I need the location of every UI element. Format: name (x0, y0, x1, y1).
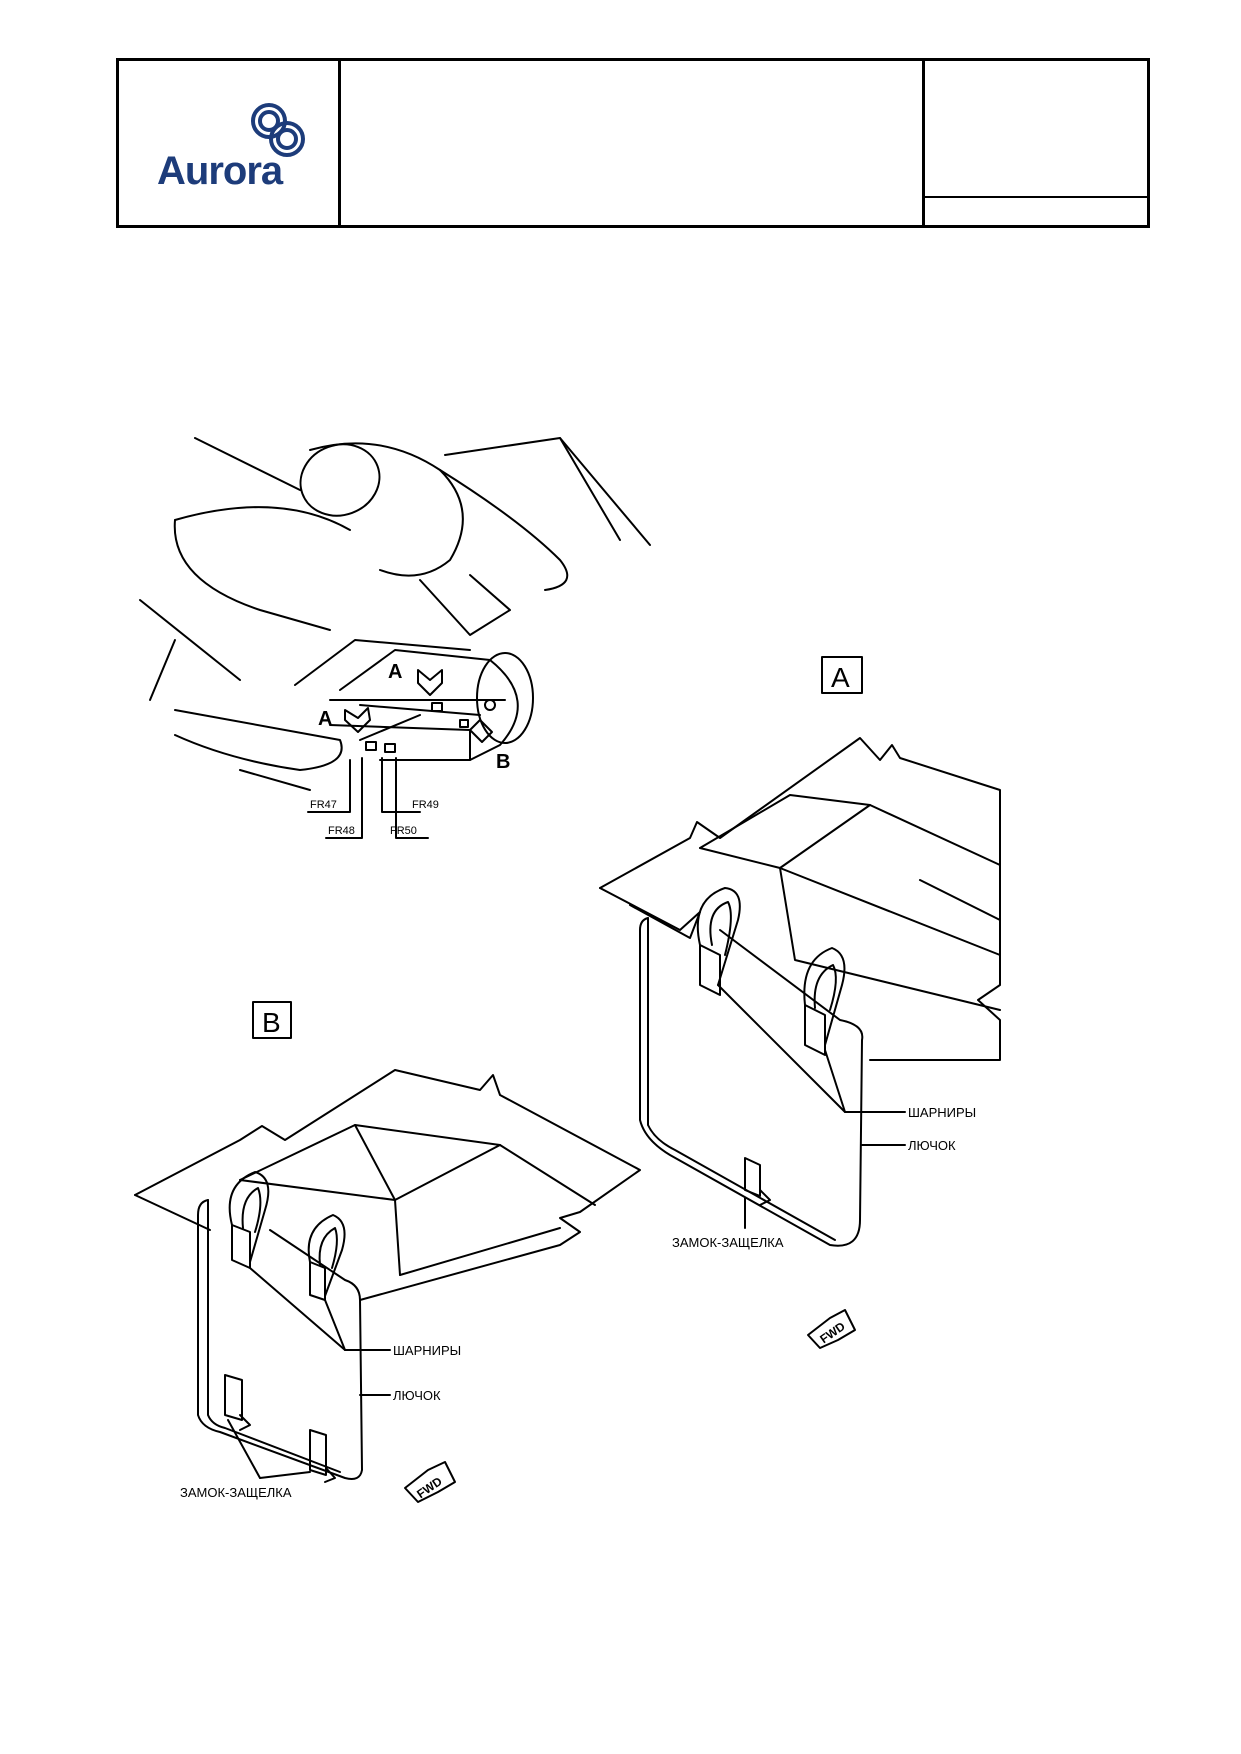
detail-a-hatch-label: ЛЮЧОК (908, 1138, 956, 1153)
detail-a-latch-label: ЗАМОК-ЗАЩЕЛКА (672, 1235, 784, 1250)
frame-label-fr49: FR49 (412, 799, 439, 811)
header-meta-cell (925, 61, 1147, 225)
meta-divider (925, 196, 1147, 198)
logo-text: Aurora (157, 149, 283, 193)
detail-a-hinges-label: ШАРНИРЫ (908, 1105, 976, 1120)
callout-b-arrow-icon (469, 719, 493, 743)
detail-a-fwd-arrow-icon (807, 1309, 856, 1349)
frame-label-fr48: FR48 (328, 825, 355, 837)
callout-a1-label: A (388, 661, 402, 683)
callout-a2-label: A (318, 708, 332, 730)
detail-b-drawing (134, 1001, 641, 1503)
detail-b-box (252, 1001, 292, 1039)
logo-cell: Aurora (119, 61, 341, 225)
detail-b-hatch-label: ЛЮЧОК (393, 1388, 441, 1403)
callout-b-label: B (496, 751, 510, 773)
detail-b-hinges-label: ШАРНИРЫ (393, 1343, 461, 1358)
detail-b-box-label: B (262, 1007, 281, 1038)
header-title-cell (341, 61, 925, 225)
detail-b-latch-label: ЗАМОК-ЗАЩЕЛКА (180, 1485, 292, 1500)
callout-a1-arrow-icon (417, 669, 443, 696)
frame-label-fr50: FR50 (390, 825, 417, 837)
frame-label-fr47: FR47 (310, 799, 337, 811)
detail-a-drawing (599, 656, 1001, 1349)
document-header: Aurora (116, 58, 1150, 228)
detail-a-box (821, 656, 863, 694)
callout-a2-arrow-icon (344, 707, 371, 733)
detail-b-fwd-arrow-icon (404, 1461, 456, 1503)
aurora-logo-icon (251, 103, 305, 157)
detail-a-box-label: A (831, 662, 850, 693)
aircraft-overview-drawing (139, 437, 651, 839)
